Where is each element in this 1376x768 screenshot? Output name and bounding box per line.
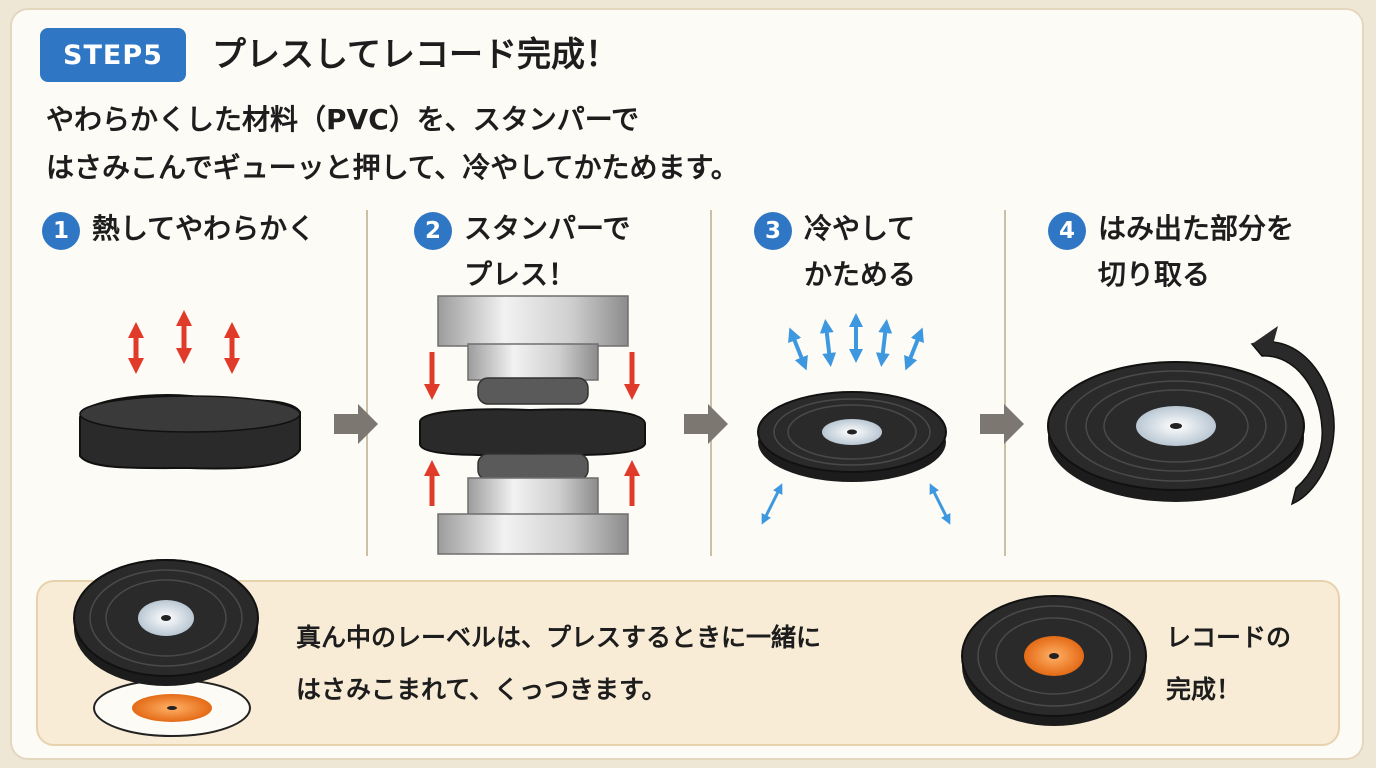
step-badge: STEP5 (40, 28, 186, 82)
step-divider (366, 210, 368, 556)
step-divider (710, 210, 712, 556)
flow-arrow-icon (334, 404, 378, 444)
step-number-badge: 2 (414, 212, 452, 250)
step-4-label-line-2: 切り取る (1098, 258, 1211, 291)
completion-line-1: レコードの (1166, 623, 1292, 652)
label-note-line-2: はさみこまれて、くっつきます。 (296, 675, 667, 704)
flow-arrow-icon (980, 404, 1024, 444)
finished-record (961, 595, 1147, 726)
step-4-label-line-1: はみ出た部分を (1098, 212, 1295, 245)
flow-arrow-icon (684, 404, 728, 444)
page-title: プレスしてレコード完成！ (212, 35, 619, 75)
cooling-record (757, 391, 947, 482)
step-divider (1004, 210, 1006, 556)
step-2-label-line-1: スタンパーで (464, 212, 631, 245)
intro-line-1: やわらかくした材料（PVC）を、スタンパーで (46, 103, 640, 136)
press-machine (419, 295, 646, 555)
label-sandwich-illustration (73, 559, 259, 737)
heated-pvc-puck (79, 393, 301, 470)
trimmed-record (1047, 361, 1305, 502)
press-force-arrows (423, 352, 641, 506)
completion-text: レコードの 完成！ (1166, 612, 1291, 716)
trim-excess-icon (1250, 326, 1335, 506)
completion-line-2: 完成！ (1166, 675, 1242, 704)
cooling-arrows (761, 313, 951, 525)
intro-line-2: はさみこんでギューッと押して、冷やしてかためます。 (46, 151, 739, 184)
step-2-label-line-2: プレス！ (464, 258, 577, 291)
step-1-label: 熱してやわらかく (92, 212, 316, 245)
step-number-badge: 3 (754, 212, 792, 250)
label-note-line-1: 真ん中のレーベルは、プレスするときに一緒に (296, 623, 822, 652)
step-3-label-line-1: 冷やして (804, 212, 916, 245)
step-3-label-line-2: かためる (804, 258, 917, 291)
step-number-badge: 4 (1048, 212, 1086, 250)
intro-text: やわらかくした材料（PVC）を、スタンパーで はさみこんでギューッと押して、冷や… (46, 96, 739, 192)
label-note-text: 真ん中のレーベルは、プレスするときに一緒に はさみこまれて、くっつきます。 (296, 612, 821, 716)
heat-arrows (127, 309, 241, 375)
step-number-badge: 1 (42, 212, 80, 250)
